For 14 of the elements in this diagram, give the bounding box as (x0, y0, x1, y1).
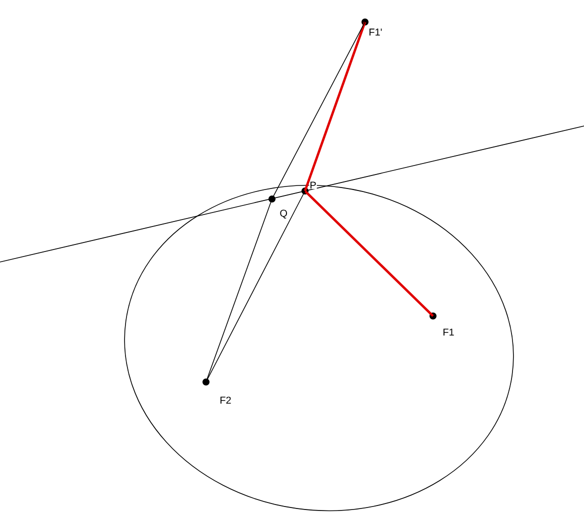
node-label: F1 (444, 328, 454, 336)
line-segment (304, 190, 434, 317)
point: F1 (430, 312, 455, 336)
node-label: Q (280, 210, 287, 219)
line-segment (206, 190, 306, 382)
node-label: P (310, 182, 316, 189)
point: F1' (362, 18, 383, 36)
point: P (302, 181, 317, 194)
point: Q (268, 196, 288, 220)
line-segment (304, 22, 366, 192)
point: F2 (202, 378, 232, 404)
node-label: F2 (220, 396, 231, 404)
node-label: F1' (370, 28, 382, 36)
line-segment (272, 22, 366, 200)
